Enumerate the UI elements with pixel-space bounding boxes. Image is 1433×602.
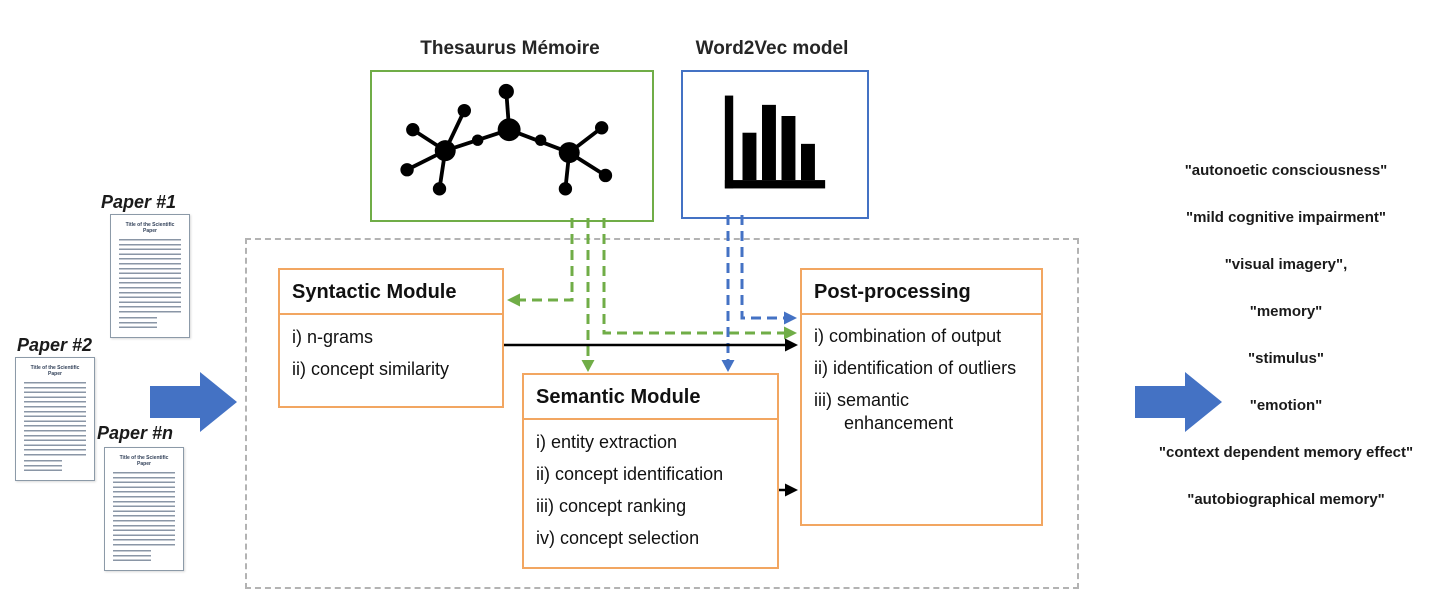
output-term: "memory" (1249, 303, 1323, 320)
word2vec-label: Word2Vec model (695, 38, 849, 59)
paper-doc-title: Title of the Scientific Paper (30, 365, 80, 377)
output-term: "autobiographical memory" (1187, 491, 1385, 508)
thesaurus-box (370, 70, 654, 222)
paper-2-label: Paper #2 (17, 335, 93, 355)
syntactic-item: ii) concept similarity (292, 359, 450, 379)
post-processing-item: i) combination of output (814, 326, 1002, 346)
semantic-item: iv) concept selection (536, 528, 700, 548)
output-term: "emotion" (1249, 397, 1323, 414)
paper-doc-title: Title of the Scientific Paper (125, 222, 175, 234)
semantic-item: iii) concept ranking (536, 496, 687, 516)
paper-1-thumbnail: Title of the Scientific Paper (110, 214, 190, 338)
paper-text-lines (24, 382, 86, 456)
output-term: "context dependent memory effect" (1158, 444, 1414, 461)
paper-doc-title: Title of the Scientific Paper (119, 455, 169, 467)
syntactic-module-box: Syntactic Module i) n-grams ii) concept … (278, 268, 504, 408)
syntactic-item: i) n-grams (292, 327, 374, 347)
paper-text-lines (119, 317, 157, 331)
paper-2-thumbnail: Title of the Scientific Paper (15, 357, 95, 481)
semantic-item: i) entity extraction (536, 432, 678, 452)
syntactic-module-title: Syntactic Module (280, 270, 502, 315)
output-term: "mild cognitive impairment" (1185, 209, 1387, 226)
paper-n-label: Paper #n (97, 423, 174, 443)
paper-text-lines (113, 472, 175, 546)
output-term: "autonoetic consciousness" (1184, 162, 1388, 179)
post-processing-box: Post-processing i) combination of output… (800, 268, 1043, 526)
paper-text-lines (113, 550, 151, 564)
post-processing-item: ii) identification of outliers (814, 358, 1017, 378)
paper-text-lines (24, 460, 62, 474)
semantic-module-title: Semantic Module (524, 375, 777, 420)
paper-n-thumbnail: Title of the Scientific Paper (104, 447, 184, 571)
output-term: "visual imagery", (1224, 256, 1348, 273)
thesaurus-label: Thesaurus Mémoire (420, 38, 600, 59)
post-processing-title: Post-processing (802, 270, 1041, 315)
word2vec-box (681, 70, 869, 219)
post-processing-item: iii) semantic enhancement (814, 390, 954, 433)
bar-chart-icon (719, 90, 831, 199)
semantic-module-box: Semantic Module i) entity extraction ii)… (522, 373, 779, 569)
output-term: "stimulus" (1248, 350, 1324, 367)
output-terms-list: "autonoetic consciousness" "mild cogniti… (1143, 162, 1429, 538)
network-graph-icon (396, 82, 628, 211)
paper-1-label: Paper #1 (101, 192, 177, 212)
semantic-item: ii) concept identification (536, 464, 724, 484)
paper-text-lines (119, 239, 181, 313)
